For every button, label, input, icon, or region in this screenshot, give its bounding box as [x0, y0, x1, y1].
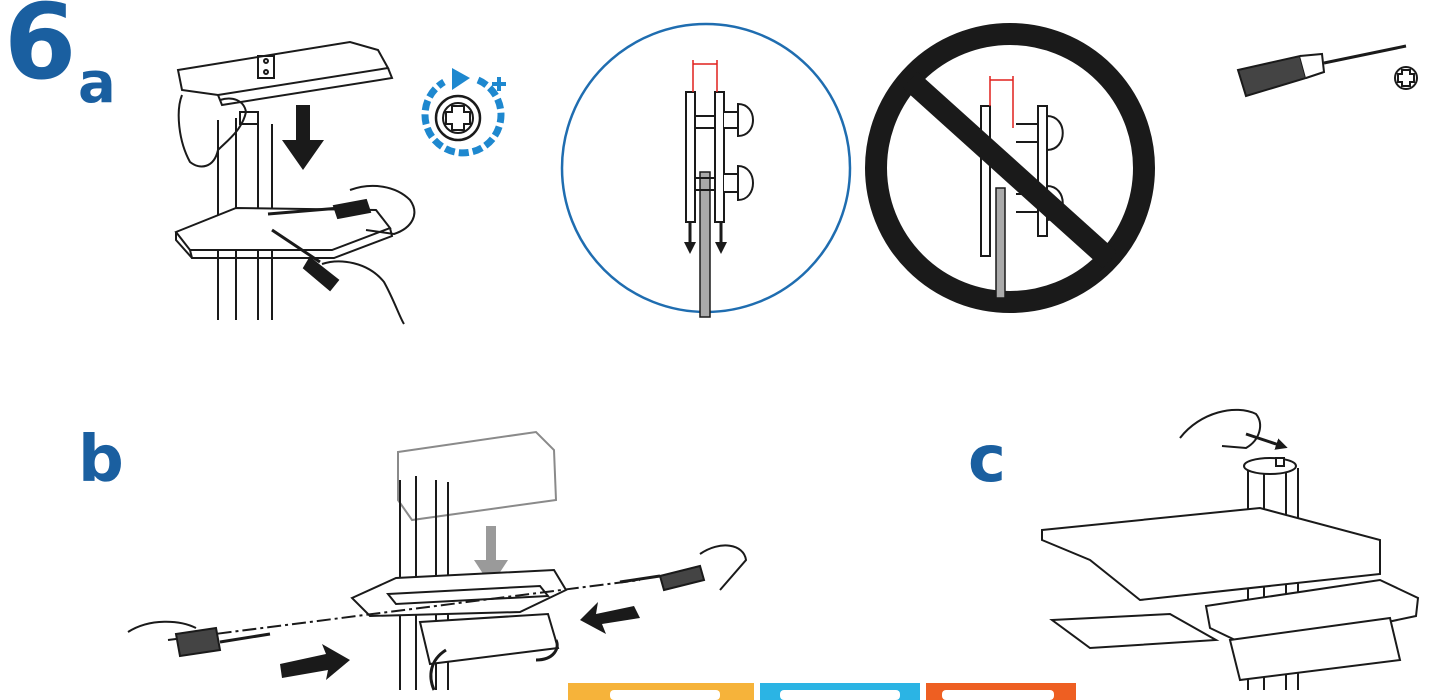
clockwise-tighten-phillips-icon	[421, 68, 506, 157]
step-number: 6	[4, 0, 77, 103]
substep-label-c: c	[968, 423, 1006, 497]
color-strip	[568, 683, 1076, 700]
phillips-screwdriver-icon	[1236, 44, 1418, 98]
detail-correct-fit	[560, 22, 852, 318]
panel-a-shelf-install	[174, 40, 416, 325]
substep-label-a: a	[78, 51, 116, 116]
down-arrow-icon	[474, 526, 508, 586]
panel-c-cap-install	[1041, 408, 1420, 690]
panel-b-shelf-mount	[127, 430, 748, 691]
down-arrow-icon	[282, 105, 324, 170]
substep-label-b: b	[78, 423, 124, 497]
prohibition-icon	[865, 23, 1155, 313]
